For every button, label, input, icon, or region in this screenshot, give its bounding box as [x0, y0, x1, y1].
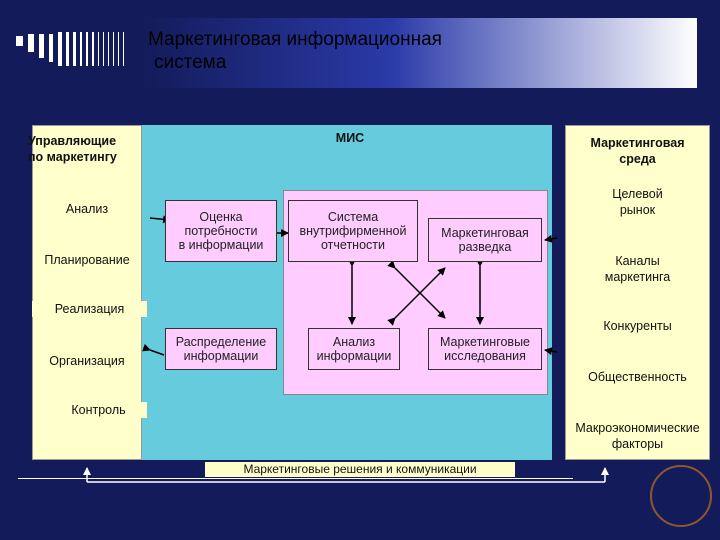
box-internal-reports: Система внутрифирменной отчетности: [288, 200, 418, 262]
bottom-divider: [18, 478, 573, 479]
box-marketing-intelligence: Маркетинговая разведка: [428, 218, 542, 262]
box-information-analysis: Анализ информации: [308, 328, 400, 370]
box-information-need: Оценка потребности в информации: [165, 200, 277, 262]
decisions-label: Маркетинговые решения и коммуникации: [205, 462, 515, 477]
box-information-distribution: Распределение информации: [165, 328, 277, 370]
university-seal-icon: [650, 465, 712, 527]
box-marketing-research: Маркетинговые исследования: [428, 328, 542, 370]
